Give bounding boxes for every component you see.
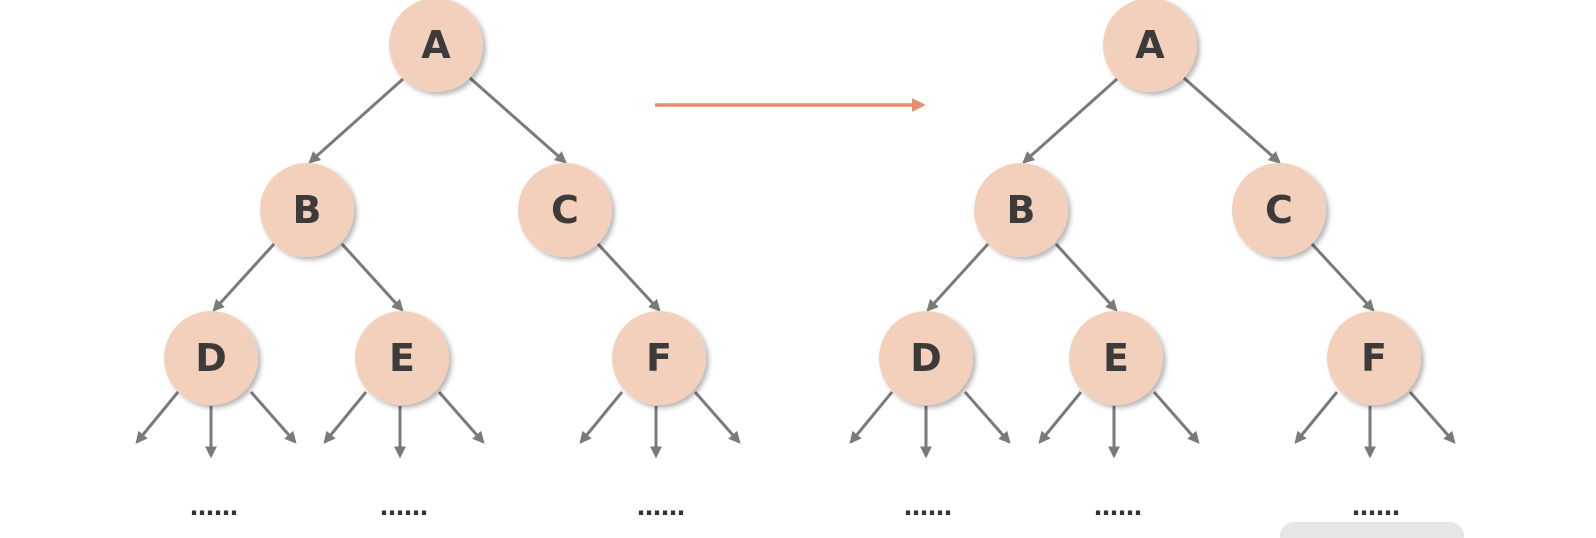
node-label: D — [910, 336, 942, 380]
corner-tab — [1280, 522, 1464, 538]
edge-a-b — [308, 77, 404, 164]
node-label: C — [551, 188, 579, 232]
ellipsis-f: …… — [1352, 493, 1400, 521]
edge-e-child-1 — [1038, 391, 1083, 444]
ellipsis-e: …… — [380, 493, 428, 521]
node-a: A — [1103, 0, 1197, 92]
node-label: E — [1103, 336, 1129, 380]
edge-e-child-3 — [1152, 391, 1200, 444]
ellipsis-d: …… — [190, 493, 238, 521]
node-a: A — [389, 0, 483, 92]
tree-right: A B C D E F …… …… …… — [849, 0, 1456, 521]
edge-a-b — [1022, 77, 1118, 164]
edge-f-child-3 — [693, 391, 741, 444]
node-e: E — [355, 311, 449, 405]
ellipsis-e: …… — [1094, 493, 1142, 521]
node-label: A — [421, 23, 451, 67]
node-label: D — [195, 336, 227, 380]
edge-b-e — [1054, 242, 1118, 312]
node-f: F — [1327, 311, 1421, 405]
node-label: A — [1135, 23, 1165, 67]
ellipsis-d: …… — [904, 493, 952, 521]
tree-left: A B C D E F …… …… …… — [135, 0, 741, 521]
edge-c-f — [1310, 242, 1375, 312]
node-label: C — [1265, 188, 1293, 232]
edge-a-c — [469, 76, 567, 164]
node-b: B — [974, 163, 1068, 257]
node-label: F — [1361, 336, 1387, 380]
edge-d-child-3 — [963, 391, 1011, 444]
edge-f-child-1 — [1294, 391, 1339, 444]
node-d: D — [879, 311, 973, 405]
edge-d-child-1 — [849, 391, 894, 444]
node-label: F — [646, 336, 672, 380]
node-label: E — [389, 336, 415, 380]
node-label: B — [293, 188, 322, 232]
edge-e-child-1 — [323, 391, 368, 444]
node-d: D — [164, 311, 258, 405]
edge-d-child-3 — [249, 391, 297, 444]
edge-b-e — [340, 242, 404, 312]
edge-c-f — [596, 242, 661, 312]
edge-b-d — [212, 242, 276, 312]
edge-f-child-1 — [579, 391, 624, 444]
ellipsis-f: …… — [637, 493, 685, 521]
node-f: F — [612, 311, 706, 405]
edge-b-d — [926, 242, 990, 312]
node-b: B — [260, 163, 354, 257]
edge-e-child-3 — [437, 391, 485, 444]
edge-d-child-1 — [135, 391, 180, 444]
node-c: C — [1232, 163, 1326, 257]
edge-f-child-3 — [1408, 391, 1456, 444]
node-e: E — [1069, 311, 1163, 405]
node-label: B — [1007, 188, 1036, 232]
edge-a-c — [1183, 76, 1281, 164]
node-c: C — [518, 163, 612, 257]
